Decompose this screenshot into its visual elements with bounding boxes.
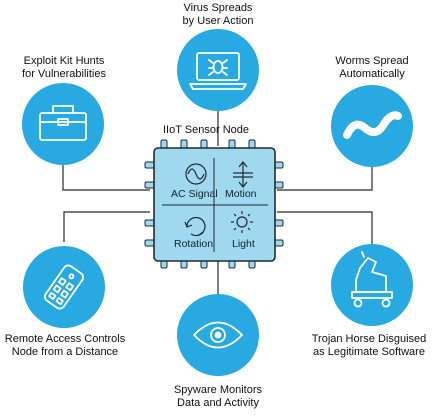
laptop-bug-icon <box>189 52 247 90</box>
remote-label-line1: Remote Access Controls <box>4 333 126 345</box>
sensor-label-ac-signal: AC Signal <box>171 188 218 200</box>
sun-icon <box>231 211 253 233</box>
exploit-label-line1: Exploit Kit Hunts <box>23 55 105 67</box>
worms-label: Worms Spread Automatically <box>312 55 432 81</box>
worms-label-line1: Worms Spread <box>335 55 409 67</box>
trojan-label-line2: as Legitimate Software <box>313 346 425 358</box>
toolbox-icon <box>39 105 87 141</box>
eye-icon <box>193 321 243 349</box>
virus-label-line2: by User Action <box>182 15 254 27</box>
trojan-horse-icon <box>351 251 393 308</box>
spyware-label-line2: Data and Activity <box>177 397 259 409</box>
rotation-icon <box>184 216 206 237</box>
worm-icon <box>343 111 402 139</box>
sensor-label-motion: Motion <box>225 188 257 200</box>
motion-icon <box>233 161 253 188</box>
exploit-circle <box>22 83 104 165</box>
sensor-node-title: IIoT Sensor Node <box>163 124 250 136</box>
trojan-label: Trojan Horse Disguised as Legitimate Sof… <box>303 333 435 359</box>
remote-circle <box>23 246 105 328</box>
sensor-label-light: Light <box>232 238 255 250</box>
virus-label: Virus Spreads by User Action <box>158 2 278 28</box>
exploit-label: Exploit Kit Hunts for Vulnerabilities <box>0 55 128 81</box>
trojan-circle <box>331 244 413 326</box>
remote-label-line2: Node from a Distance <box>11 346 119 358</box>
sensor-label-rotation: Rotation <box>174 238 214 250</box>
spyware-label: Spyware Monitors Data and Activity <box>158 384 278 410</box>
worms-label-line2: Automatically <box>339 68 405 80</box>
sine-wave-icon <box>185 163 207 185</box>
worms-circle <box>331 85 413 167</box>
virus-circle <box>177 29 259 111</box>
remote-control-icon <box>44 264 84 310</box>
exploit-label-line2: for Vulnerabilities <box>22 68 106 80</box>
trojan-label-line1: Trojan Horse Disguised <box>311 333 427 345</box>
virus-label-line1: Virus Spreads <box>183 2 253 14</box>
spyware-label-line1: Spyware Monitors <box>173 384 263 396</box>
remote-label: Remote Access Controls Node from a Dista… <box>0 333 130 359</box>
